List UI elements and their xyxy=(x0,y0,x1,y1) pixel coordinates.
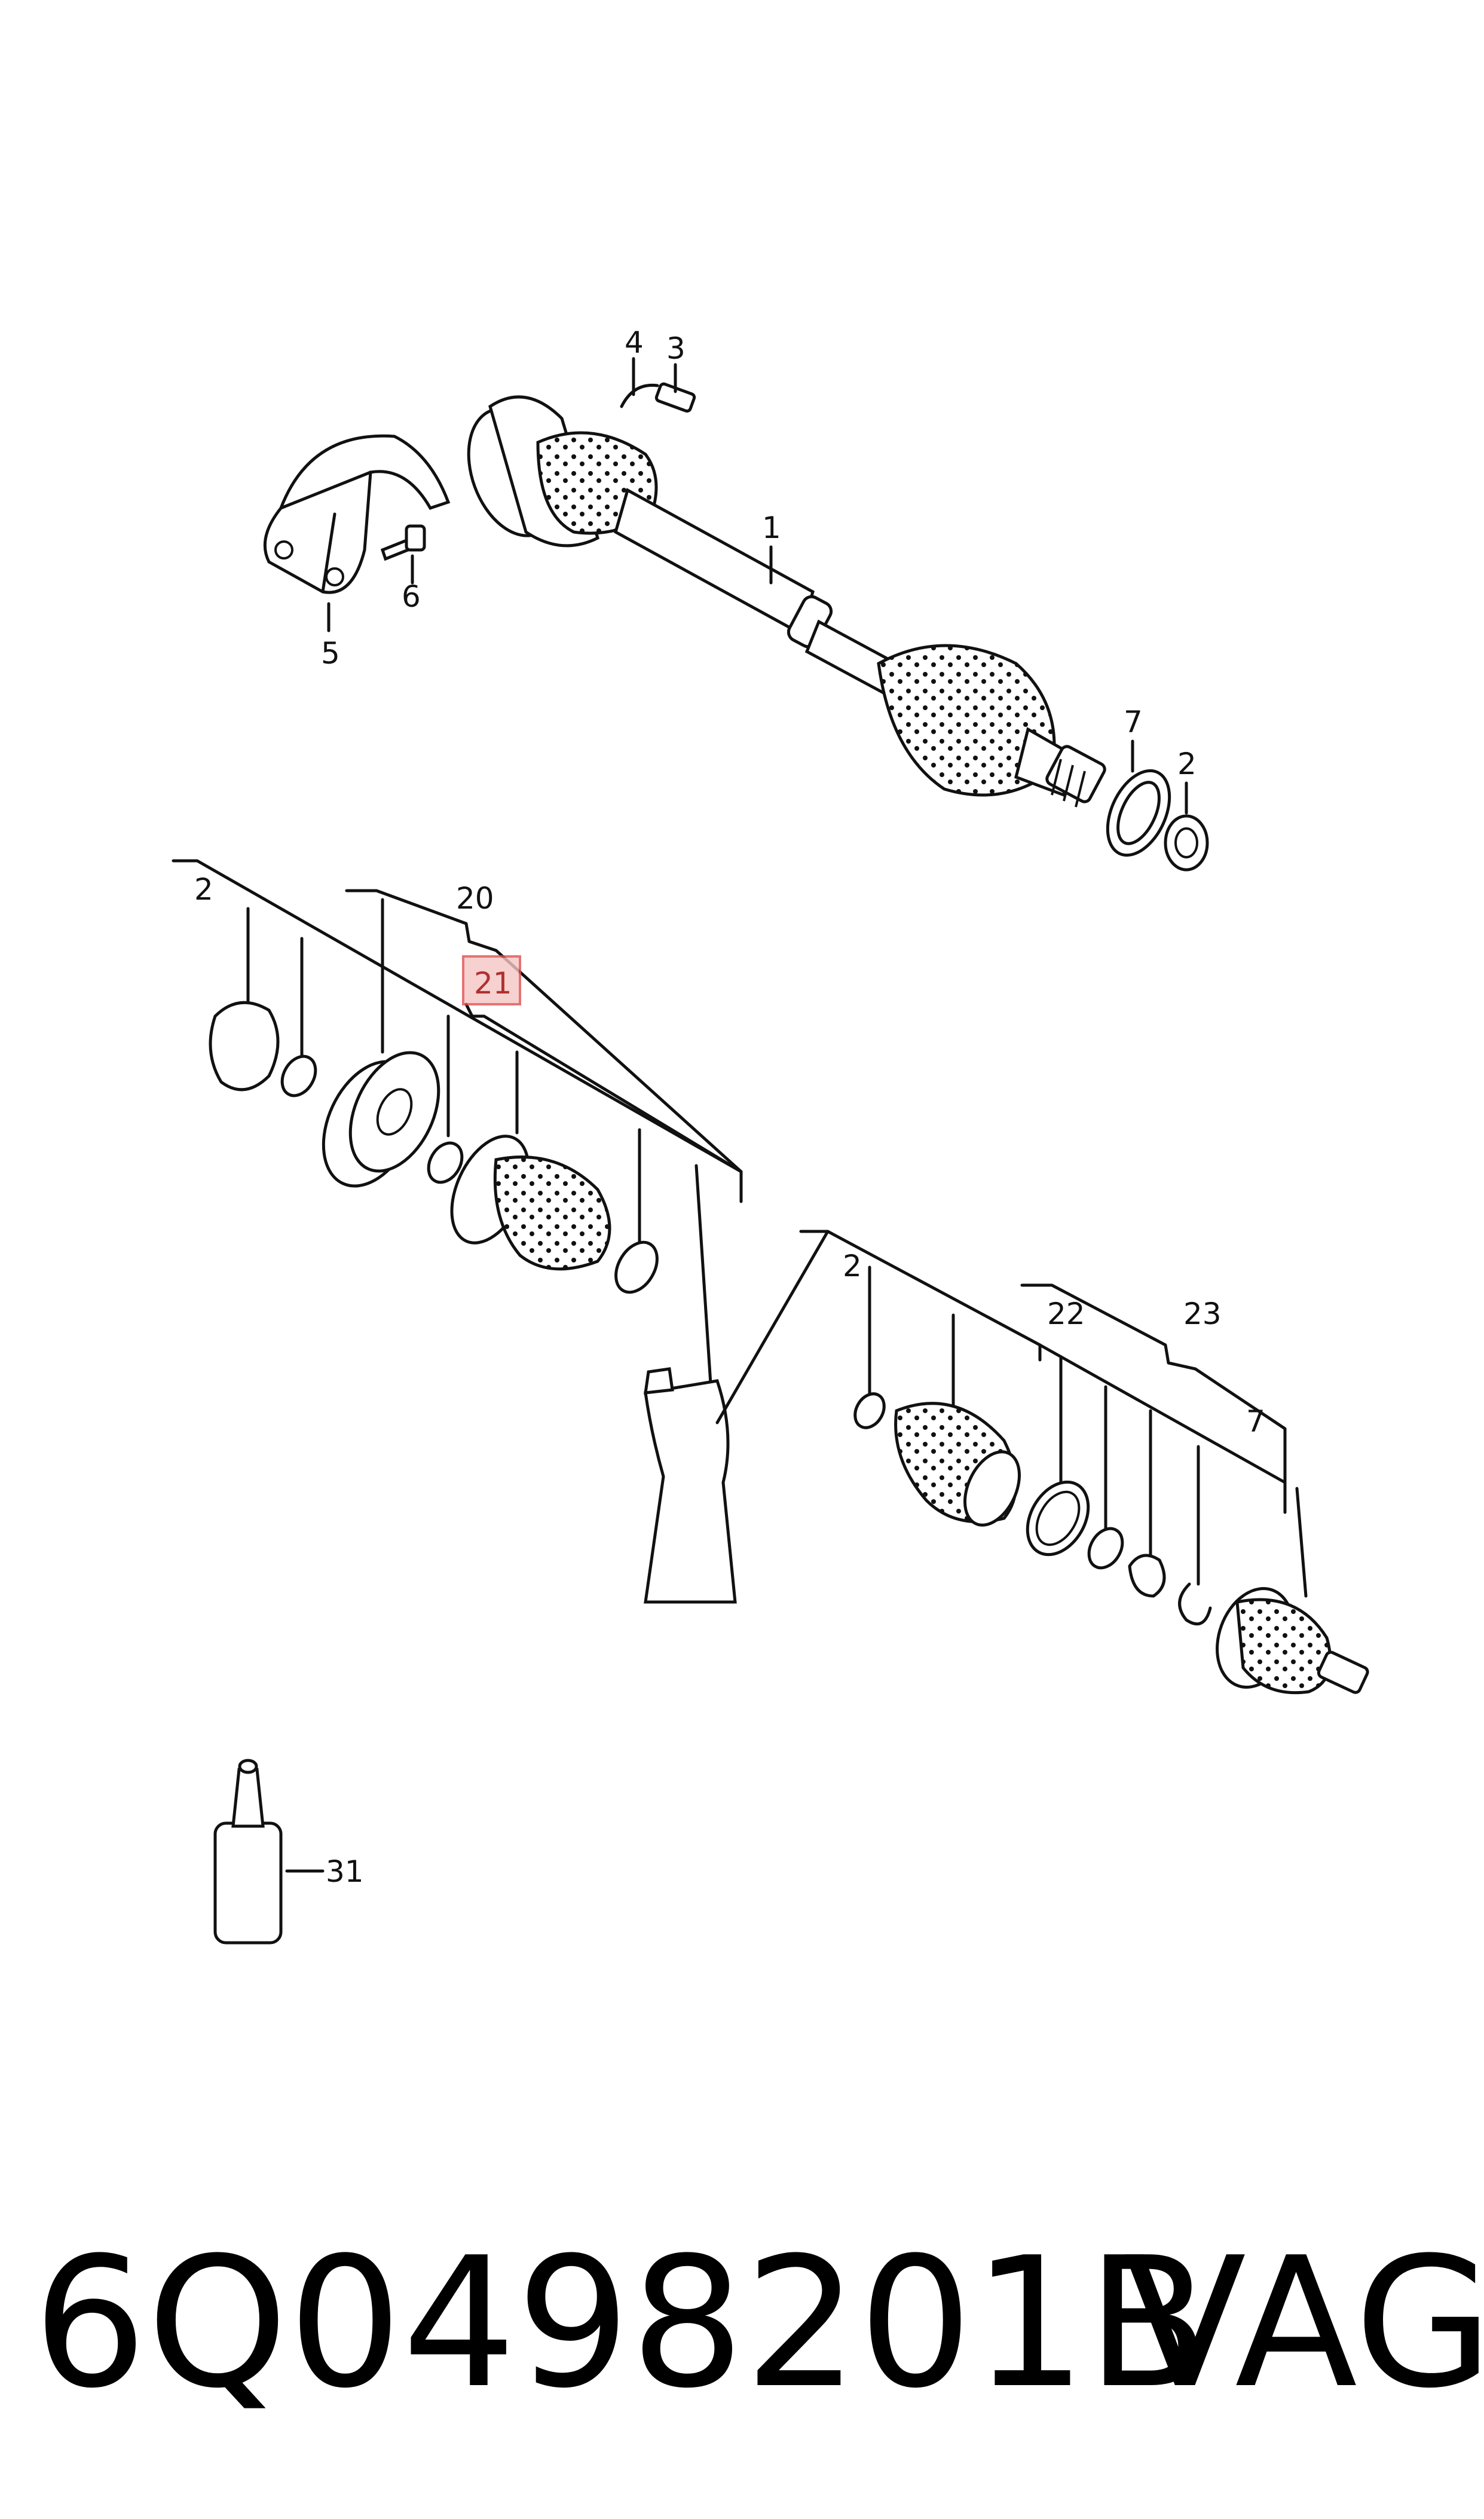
label-4: 4 xyxy=(625,325,644,360)
outer-joint-part-23 xyxy=(1216,1587,1369,1695)
label-3: 3 xyxy=(666,331,686,366)
label-20: 20 xyxy=(456,881,494,916)
part-number: 6Q0498201B xyxy=(33,2219,1210,2428)
circlip-middle xyxy=(280,1054,317,1098)
nut-part-2-top xyxy=(1164,814,1209,872)
gasket-part-2-middle xyxy=(209,1001,280,1092)
washer-lower xyxy=(1087,1527,1124,1570)
hose-clamp-middle xyxy=(614,1240,659,1294)
grease-tube xyxy=(644,1367,737,1604)
bracket-lines-lower xyxy=(715,1230,1308,1598)
label-5: 5 xyxy=(321,636,340,671)
inner-boot-part-21 xyxy=(450,1135,611,1271)
bolt-part-6 xyxy=(380,524,426,561)
brand-name: VAG xyxy=(1124,2219,1484,2428)
label-2-top: 2 xyxy=(1177,747,1197,781)
bracket-lines-middle xyxy=(172,859,743,1395)
cap-lower xyxy=(1128,1554,1166,1598)
label-21: 21 xyxy=(474,966,512,1001)
label-7-top: 7 xyxy=(1124,705,1143,739)
clamp-small-lower xyxy=(853,1392,886,1429)
label-31: 31 xyxy=(326,1854,364,1889)
circlip-part-7-lower xyxy=(1178,1582,1212,1626)
circlip-part-7-top xyxy=(1106,769,1171,857)
label-2-lower: 2 xyxy=(843,1249,862,1283)
leader-lines-top xyxy=(327,357,1188,815)
label-7-lower: 7 xyxy=(1246,1404,1265,1439)
outer-boot-lower xyxy=(894,1402,1021,1527)
callout-labels: 1 4 3 5 6 7 2 2 20 21 2 22 23 7 31 xyxy=(194,325,1265,1889)
screw-part-3 xyxy=(654,382,696,413)
label-23: 23 xyxy=(1183,1297,1222,1331)
clip-part-4 xyxy=(620,383,659,408)
label-22: 22 xyxy=(1047,1297,1085,1331)
sealant-bottle-part-31 xyxy=(213,1759,325,1945)
heat-shield-part-5 xyxy=(263,434,451,594)
hose-clamp-part-22 xyxy=(1026,1480,1090,1557)
label-6: 6 xyxy=(402,579,421,614)
label-2-middle: 2 xyxy=(194,872,213,907)
highlight-box-21 xyxy=(462,955,521,1005)
flange-part-20 xyxy=(322,1051,440,1188)
label-1: 1 xyxy=(762,510,781,545)
drive-shaft-part-1 xyxy=(467,395,1106,808)
washer-part-21 xyxy=(427,1141,464,1184)
